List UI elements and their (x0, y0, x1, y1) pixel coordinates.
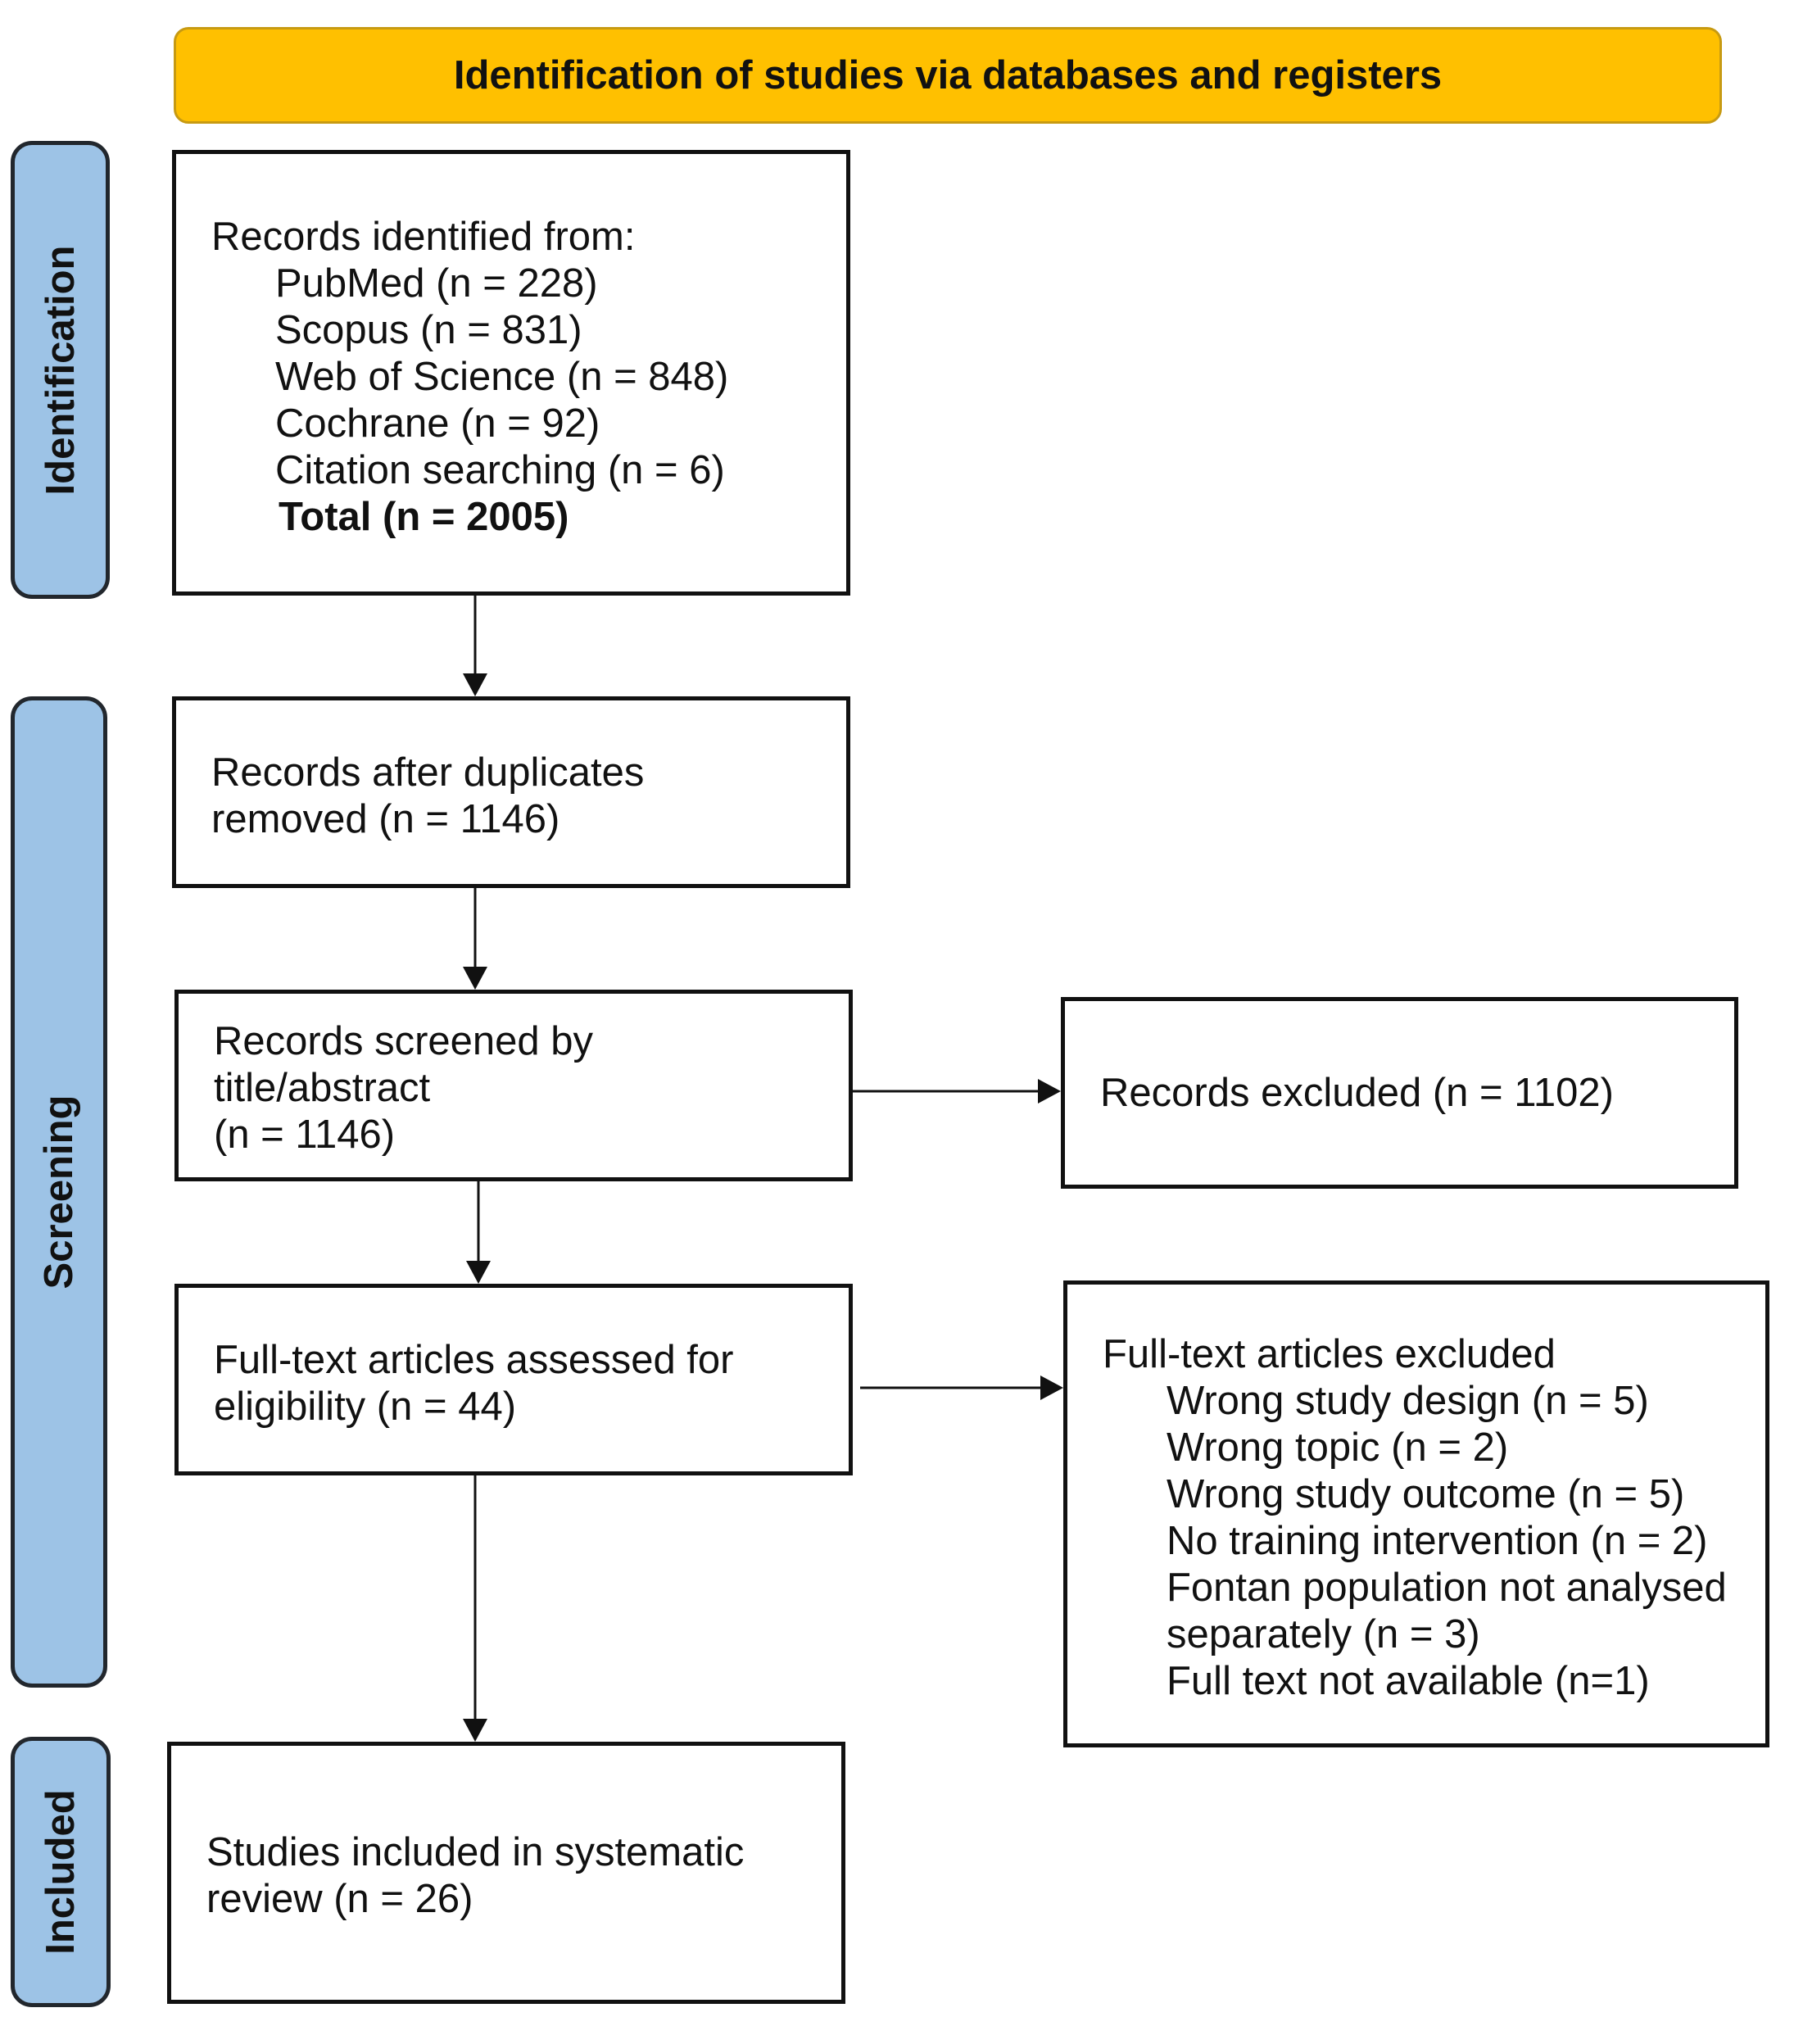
arrow-fulltext-to-included (463, 1475, 487, 1742)
exclusion-reason: Wrong study outcome (n = 5) (1167, 1472, 1685, 1516)
exclusion-reason: separately (n = 3) (1167, 1612, 1480, 1657)
fulltext-excluded-heading: Full-text articles excluded (1103, 1332, 1556, 1376)
arrow-screened-to-excluded (853, 1079, 1061, 1104)
screened-line-1: Records screened by (214, 1019, 594, 1063)
dedup-line-1: Records after duplicates (211, 750, 645, 795)
dedup-line-2: removed (n = 1146) (211, 797, 560, 841)
records-total: Total (n = 2005) (279, 495, 569, 539)
exclusion-reason: Full text not available (n=1) (1167, 1659, 1650, 1703)
exclusion-reason: No training intervention (n = 2) (1167, 1519, 1708, 1563)
exclusion-reason: Wrong topic (n = 2) (1167, 1425, 1509, 1470)
phase-included: Included (11, 1737, 111, 2007)
phase-identification: Identification (11, 141, 110, 599)
included-line-2: review (n = 26) (206, 1877, 473, 1921)
fulltext-assessed-box: Full-text articles assessed for eligibil… (174, 1284, 853, 1475)
source-citation-searching: Citation searching (n = 6) (275, 448, 725, 492)
records-excluded-box: Records excluded (n = 1102) (1061, 997, 1738, 1189)
records-screened-box: Records screened by title/abstract (n = … (174, 990, 853, 1181)
source-scopus: Scopus (n = 831) (275, 308, 582, 352)
exclusion-reason: Fontan population not analysed (1167, 1566, 1727, 1610)
screened-line-3: (n = 1146) (214, 1113, 396, 1157)
arrow-identified-to-dedup (463, 596, 487, 696)
fulltext-excluded-box: Full-text articles excluded Wrong study … (1063, 1280, 1769, 1747)
exclusion-reason: Wrong study design (n = 5) (1167, 1379, 1649, 1423)
phase-screening: Screening (11, 696, 107, 1688)
fulltext-assessed-line-1: Full-text articles assessed for (214, 1338, 734, 1382)
records-after-duplicates-box: Records after duplicates removed (n = 11… (172, 696, 850, 888)
arrow-dedup-to-screened (463, 888, 487, 990)
fulltext-assessed-line-2: eligibility (n = 44) (214, 1385, 517, 1429)
records-identified-box: Records identified from: PubMed (n = 228… (172, 150, 850, 596)
arrow-screened-to-fulltext (466, 1181, 491, 1284)
source-cochrane: Cochrane (n = 92) (275, 401, 600, 446)
arrow-fulltext-to-ftexcluded (860, 1376, 1063, 1400)
studies-included-box: Studies included in systematic review (n… (167, 1742, 845, 2004)
source-pubmed: PubMed (n = 228) (275, 261, 598, 306)
included-line-1: Studies included in systematic (206, 1830, 745, 1874)
source-web-of-science: Web of Science (n = 848) (275, 355, 729, 399)
records-identified-heading: Records identified from: (211, 215, 636, 259)
banner-title: Identification of studies via databases … (174, 27, 1722, 124)
records-excluded-text: Records excluded (n = 1102) (1100, 1070, 1614, 1115)
screened-line-2: title/abstract (214, 1066, 431, 1110)
